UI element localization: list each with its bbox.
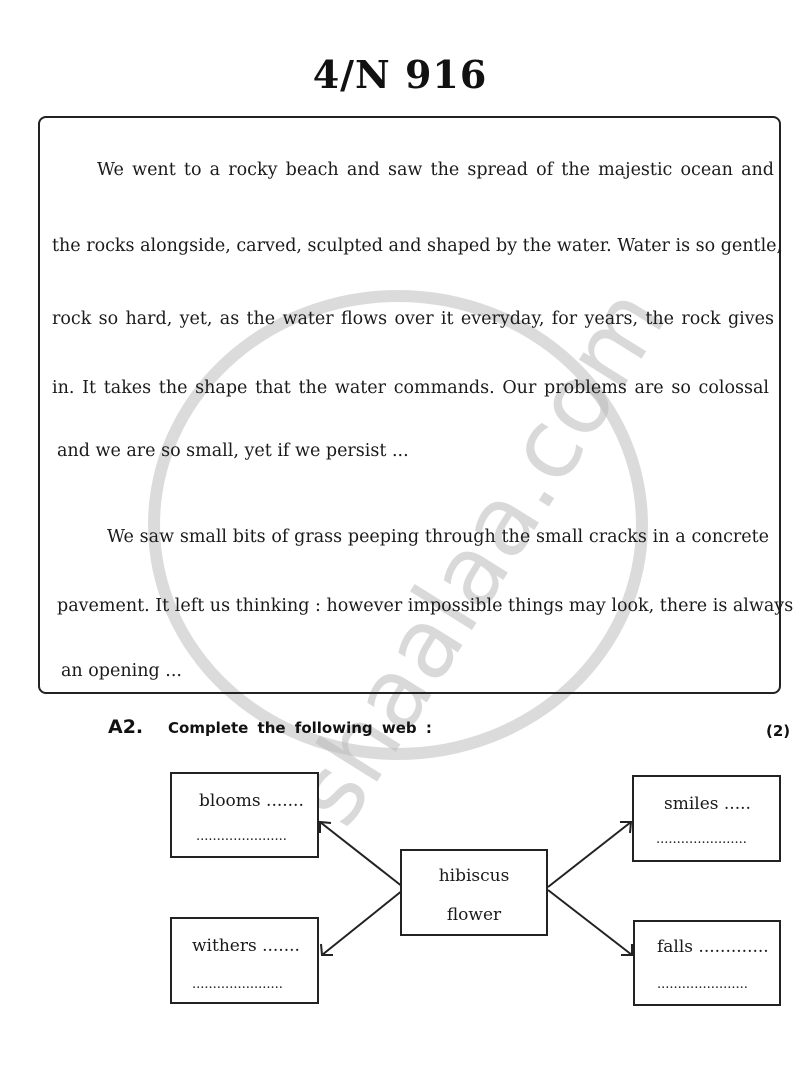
web-node-word: falls ............. bbox=[657, 937, 769, 957]
passage-line: We saw small bits of grass peeping throu… bbox=[107, 527, 769, 547]
arrow-to-blooms-icon bbox=[319, 821, 404, 888]
passage-line: the rocks alongside, carved, sculpted an… bbox=[52, 236, 783, 256]
web-center-node: hibiscus flower bbox=[400, 849, 548, 936]
web-center-line2: flower bbox=[446, 905, 502, 925]
web-node-falls: falls ............. ....................… bbox=[633, 920, 781, 1006]
passage-line: rock so hard, yet, as the water flows ov… bbox=[52, 309, 774, 329]
web-node-word: smiles ..... bbox=[664, 794, 751, 814]
passage-box bbox=[38, 116, 781, 694]
passage-line: and we are so small, yet if we persist .… bbox=[57, 441, 409, 461]
arrow-to-falls-icon bbox=[547, 889, 633, 956]
question-text: Complete the following web : bbox=[168, 719, 432, 737]
web-node-blooms: blooms ....... ...................... bbox=[170, 772, 319, 858]
arrow-to-withers-icon bbox=[321, 889, 404, 956]
passage-line: in. It takes the shape that the water co… bbox=[52, 378, 769, 398]
passage-line: an opening ... bbox=[61, 661, 182, 681]
passage-line: We went to a rocky beach and saw the spr… bbox=[97, 160, 774, 180]
question-number: A2. bbox=[108, 716, 144, 738]
web-node-word: blooms ....... bbox=[199, 791, 304, 811]
passage-line: pavement. It left us thinking : however … bbox=[57, 596, 794, 616]
web-node-blank[interactable]: ...................... bbox=[192, 977, 283, 992]
web-node-blank[interactable]: ...................... bbox=[656, 832, 747, 847]
web-node-blank[interactable]: ...................... bbox=[657, 977, 748, 992]
web-node-smiles: smiles ..... ...................... bbox=[632, 775, 781, 862]
question-marks: (2) bbox=[766, 722, 791, 740]
web-node-word: withers ....... bbox=[192, 936, 300, 956]
page-code: 4/N 916 bbox=[312, 52, 488, 97]
web-center-line1: hibiscus bbox=[438, 866, 510, 886]
arrow-to-smiles-icon bbox=[547, 821, 632, 888]
web-node-blank[interactable]: ...................... bbox=[196, 829, 287, 844]
web-node-withers: withers ....... ...................... bbox=[170, 917, 319, 1004]
